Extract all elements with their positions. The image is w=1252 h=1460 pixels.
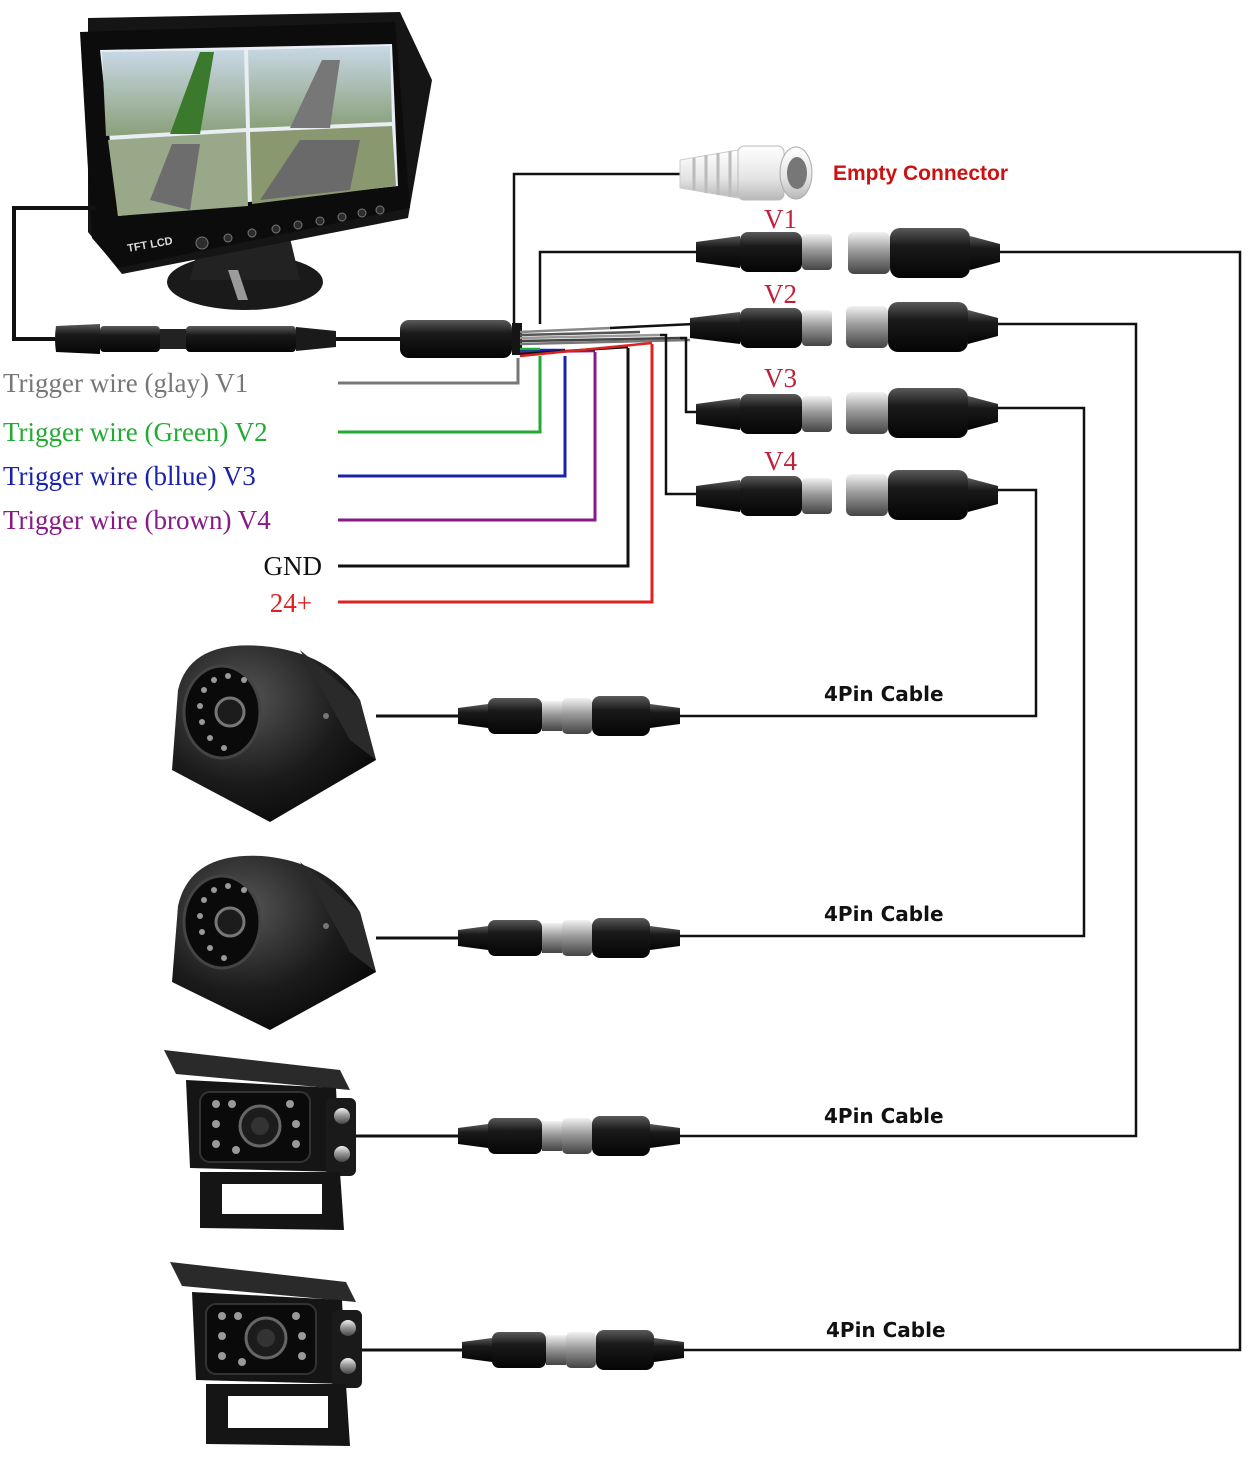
camera-2-cable-label: 4Pin Cable: [824, 902, 944, 926]
power-label: 24+: [270, 588, 312, 618]
channel-connector-v2: [690, 302, 998, 352]
harness-fanout: [519, 326, 691, 358]
camera-3-cable: [356, 1116, 680, 1156]
trigger-label-v3: Trigger wire (bllue) V3: [3, 461, 256, 491]
camera-run-wires: [676, 250, 1242, 1352]
monitor-cable: [12, 206, 405, 341]
channel-label-v2: V2: [764, 279, 797, 309]
monitor: TFT LCD: [80, 12, 432, 310]
monitor-cable-connector: [55, 324, 336, 354]
channel-label-v1: V1: [764, 204, 797, 234]
splitter-harness-connector: [400, 320, 522, 358]
camera-3-cable-label: 4Pin Cable: [824, 1104, 944, 1128]
channel-wires: [538, 250, 700, 496]
empty-connector: [679, 145, 813, 201]
channel-connector-v4: [696, 470, 998, 520]
camera-2: [172, 855, 376, 1030]
trigger-label-v2: Trigger wire (Green) V2: [3, 417, 268, 447]
trigger-label-v1: Trigger wire (glay) V1: [3, 368, 248, 398]
empty-connector-label: Empty Connector: [833, 162, 1008, 185]
camera-1-cable-label: 4Pin Cable: [824, 682, 944, 706]
trigger-label-v4: Trigger wire (brown) V4: [3, 505, 271, 535]
channel-label-v3: V3: [764, 363, 797, 393]
camera-3: [164, 1050, 356, 1230]
monitor-buttons: [195, 205, 385, 250]
camera-4: [170, 1262, 362, 1446]
gnd-label: GND: [264, 551, 323, 581]
channel-label-v4: V4: [764, 446, 797, 476]
empty-connector-wire: [512, 172, 690, 324]
camera-1: [172, 645, 376, 822]
camera-4-cable: [362, 1330, 684, 1370]
camera-2-cable: [376, 918, 680, 958]
channel-connector-v1: [696, 228, 1000, 278]
camera-4-cable-label: 4Pin Cable: [826, 1318, 946, 1342]
channel-connector-v3: [696, 388, 998, 438]
monitor-screen: [100, 44, 398, 216]
trigger-wire-lines: [338, 344, 654, 604]
camera-1-cable: [376, 696, 680, 736]
